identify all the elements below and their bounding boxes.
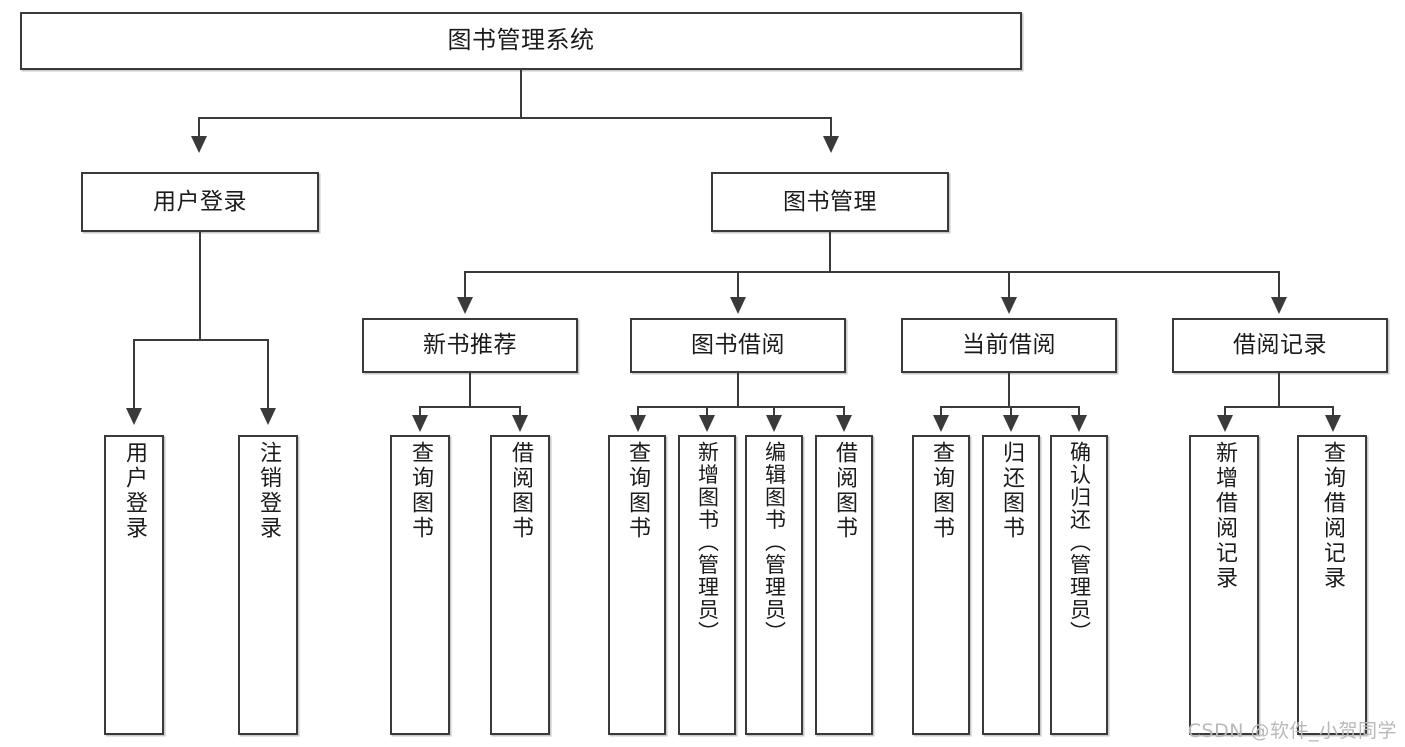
arrow-to-user-login-leaf-2	[260, 408, 276, 425]
connector-new-book-recommend-bar	[419, 406, 521, 408]
connector-drop-cb-leaf-2	[1010, 406, 1012, 418]
leaf-bb-query-book[interactable]: 查询图书	[608, 435, 666, 735]
node-user-login[interactable]: 用户登录	[81, 172, 319, 232]
connector-book-borrow-stem	[737, 373, 739, 407]
connector-current-borrow-stem	[1008, 373, 1010, 407]
connector-drop-nbr-leaf-1	[419, 406, 421, 418]
leaf-nbr-borrow-book[interactable]: 借阅图书	[490, 435, 550, 735]
connector-root-stem	[520, 70, 522, 118]
arrow-to-new-book-recommend	[457, 297, 473, 314]
leaf-nbr-query-book[interactable]: 查询图书	[390, 435, 450, 735]
arrow-to-bb-leaf-1	[630, 415, 646, 432]
connector-drop-user-login	[198, 117, 200, 139]
leaf-cb-confirm-return-admin[interactable]: 确认归还（管理员）	[1050, 435, 1108, 735]
connector-drop-cb-leaf-1	[940, 406, 942, 418]
arrow-to-bb-leaf-2	[699, 415, 715, 432]
leaf-br-add-record[interactable]: 新增借阅记录	[1189, 435, 1259, 735]
node-label: 编辑图书（管理员）	[762, 441, 787, 644]
node-label: 查询图书	[408, 441, 433, 541]
connector-drop-br-leaf-2	[1332, 406, 1334, 418]
arrow-to-bb-leaf-3	[766, 415, 782, 432]
leaf-user-login-login[interactable]: 用户登录	[104, 435, 164, 735]
node-current-borrow[interactable]: 当前借阅	[901, 318, 1117, 373]
node-label: 查询图书	[625, 441, 650, 541]
node-label: 图书管理	[783, 188, 877, 215]
connector-borrow-record-bar	[1224, 406, 1334, 408]
connector-borrow-record-stem	[1278, 373, 1280, 407]
arrow-to-br-leaf-1	[1217, 415, 1233, 432]
node-label: 确认归还（管理员）	[1067, 441, 1092, 644]
connector-book-management-stem	[829, 232, 831, 272]
connector-drop-br-leaf-1	[1224, 406, 1226, 418]
leaf-bb-edit-book-admin[interactable]: 编辑图书（管理员）	[745, 435, 803, 735]
node-label: 注销登录	[256, 441, 281, 541]
connector-user-login-stem	[199, 232, 201, 340]
arrow-to-bb-leaf-4	[836, 415, 852, 432]
leaf-br-query-record[interactable]: 查询借阅记录	[1297, 435, 1367, 735]
connector-drop-bb-leaf-1	[637, 406, 639, 418]
connector-drop-bb-leaf-2	[706, 406, 708, 418]
connector-user-login-bar	[133, 339, 267, 341]
arrow-to-cb-leaf-2	[1003, 415, 1019, 432]
watermark-text: CSDN @软件_小贺同学	[1187, 720, 1397, 742]
node-book-management[interactable]: 图书管理	[711, 172, 949, 232]
node-label: 用户登录	[153, 188, 247, 215]
node-borrow-record[interactable]: 借阅记录	[1172, 318, 1388, 373]
arrow-to-book-management	[823, 136, 839, 153]
leaf-bb-borrow-book[interactable]: 借阅图书	[815, 435, 873, 735]
node-label: 借阅图书	[832, 441, 857, 541]
connector-drop-user-login-leaf-1	[133, 339, 135, 411]
arrow-to-nbr-leaf-2	[512, 415, 528, 432]
node-label: 新增借阅记录	[1212, 441, 1237, 591]
node-label: 借阅记录	[1233, 332, 1327, 359]
connector-drop-bb-leaf-4	[843, 406, 845, 418]
leaf-cb-return-book[interactable]: 归还图书	[982, 435, 1040, 735]
connector-drop-book-management	[830, 117, 832, 139]
node-label: 当前借阅	[962, 332, 1056, 359]
arrow-to-cb-leaf-3	[1071, 415, 1087, 432]
node-label: 图书管理系统	[447, 26, 595, 55]
arrow-to-user-login-leaf-1	[126, 408, 142, 425]
connector-drop-new-book-recommend	[464, 271, 466, 300]
leaf-bb-add-book-admin[interactable]: 新增图书（管理员）	[678, 435, 736, 735]
leaf-user-login-logout[interactable]: 注销登录	[238, 435, 298, 735]
node-new-book-recommend[interactable]: 新书推荐	[362, 318, 578, 373]
connector-level1-bar	[198, 117, 832, 119]
arrow-to-cb-leaf-1	[933, 415, 949, 432]
connector-new-book-recommend-stem	[469, 373, 471, 407]
arrow-to-book-borrow	[730, 297, 746, 314]
node-label: 查询借阅记录	[1320, 441, 1345, 591]
node-root-book-management-system[interactable]: 图书管理系统	[20, 12, 1022, 70]
connector-drop-nbr-leaf-2	[519, 406, 521, 418]
connector-drop-cb-leaf-3	[1078, 406, 1080, 418]
arrow-to-borrow-record	[1271, 297, 1287, 314]
node-label: 图书借阅	[691, 332, 785, 359]
leaf-cb-query-book[interactable]: 查询图书	[912, 435, 970, 735]
connector-drop-bb-leaf-3	[773, 406, 775, 418]
node-label: 新书推荐	[423, 332, 517, 359]
node-label: 新增图书（管理员）	[695, 441, 720, 644]
node-label: 用户登录	[122, 441, 147, 541]
connector-drop-current-borrow	[1008, 271, 1010, 300]
connector-book-borrow-bar	[637, 406, 845, 408]
connector-drop-user-login-leaf-2	[267, 339, 269, 411]
arrow-to-nbr-leaf-1	[412, 415, 428, 432]
node-book-borrow[interactable]: 图书借阅	[630, 318, 846, 373]
connector-drop-borrow-record	[1278, 271, 1280, 300]
connector-drop-book-borrow	[737, 271, 739, 300]
node-label: 查询图书	[929, 441, 954, 541]
arrow-to-current-borrow	[1001, 297, 1017, 314]
arrow-to-br-leaf-2	[1325, 415, 1341, 432]
arrow-to-user-login	[191, 136, 207, 153]
node-label: 归还图书	[999, 441, 1024, 541]
node-label: 借阅图书	[508, 441, 533, 541]
connector-level2-bar	[464, 271, 1280, 273]
